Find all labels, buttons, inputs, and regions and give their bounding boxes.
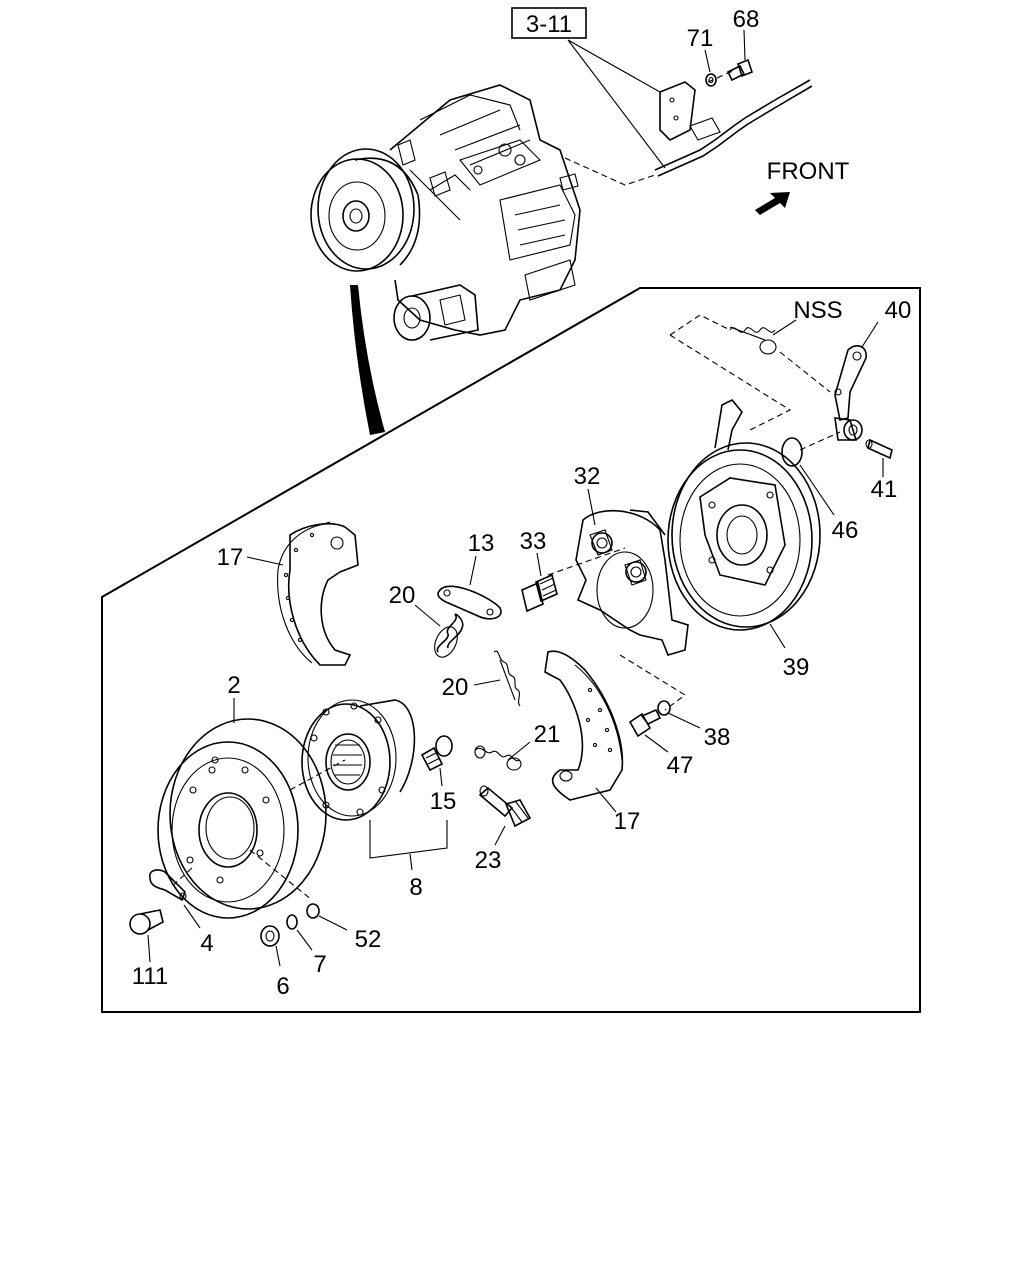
part-40-lever[interactable]: 40 xyxy=(834,297,912,441)
callout-21: 21 xyxy=(534,721,561,748)
callout-52: 52 xyxy=(355,926,382,953)
callout-7: 7 xyxy=(313,951,326,978)
callout-71: 71 xyxy=(687,25,714,52)
callout-40: 40 xyxy=(885,297,912,324)
callout-20-lower: 20 xyxy=(442,674,469,701)
part-17-brake-shoe-left[interactable]: 17 xyxy=(217,521,359,666)
part-23-adjuster-screw[interactable]: 23 xyxy=(475,785,532,874)
callout-6: 6 xyxy=(276,973,289,1000)
part-6-nut[interactable]: 6 xyxy=(260,925,290,1000)
part-41-pin[interactable]: 41 xyxy=(865,438,898,503)
part-21-spring[interactable]: 21 xyxy=(474,721,561,771)
part-39-backing-plate[interactable]: 39 xyxy=(667,399,821,681)
callout-20-upper: 20 xyxy=(389,582,416,609)
part-8-hub-flange[interactable]: 8 xyxy=(301,699,448,901)
part-32-anchor-plate[interactable]: 32 xyxy=(574,463,689,656)
part-47-bolt[interactable]: 47 xyxy=(628,708,694,779)
part-nss-spring[interactable]: NSS xyxy=(729,297,843,355)
part-17-brake-shoe-right[interactable]: 17 xyxy=(544,650,641,835)
part-33-adjuster[interactable]: 33 xyxy=(520,528,558,613)
part-20-spring-upper[interactable]: 20 xyxy=(389,582,464,661)
front-arrow-icon xyxy=(755,192,790,215)
callout-38: 38 xyxy=(704,724,731,751)
callout-17-right: 17 xyxy=(614,808,641,835)
callout-32: 32 xyxy=(574,463,601,490)
callout-nss: NSS xyxy=(793,297,842,324)
part-2-brake-drum[interactable]: 2 xyxy=(157,672,327,919)
part-46-washer[interactable]: 46 xyxy=(781,431,859,544)
assembly-pointer-arrow xyxy=(350,285,385,435)
callout-39: 39 xyxy=(783,654,810,681)
callout-4: 4 xyxy=(200,930,213,957)
callout-17-left: 17 xyxy=(217,544,244,571)
part-15-bolt[interactable]: 15 xyxy=(420,735,457,815)
part-38-washer[interactable]: 38 xyxy=(657,700,731,751)
front-label: FRONT xyxy=(767,158,850,185)
callout-68: 68 xyxy=(733,6,760,33)
drum-alignment-leaders xyxy=(169,759,346,901)
reference-box-label: 3-11 xyxy=(526,11,572,38)
part-68-bolt[interactable]: 68 xyxy=(726,6,760,82)
callout-46: 46 xyxy=(832,517,859,544)
ref-leader-lines xyxy=(567,39,666,169)
part-4-clip[interactable]: 4 xyxy=(148,869,214,957)
nss-leader xyxy=(669,314,831,431)
part-13-link[interactable]: 13 xyxy=(437,530,502,620)
part-20-spring-lower[interactable]: 20 xyxy=(442,650,521,707)
callout-41: 41 xyxy=(871,476,898,503)
part-52-washer[interactable]: 52 xyxy=(306,903,382,953)
callout-15: 15 xyxy=(430,788,457,815)
reference-link[interactable]: 3-11 xyxy=(511,7,587,39)
callout-2: 2 xyxy=(227,672,240,699)
callout-23: 23 xyxy=(475,847,502,874)
part-111-bolt[interactable]: 111 xyxy=(129,909,168,990)
callout-8: 8 xyxy=(409,874,422,901)
front-direction-indicator: FRONT xyxy=(755,158,850,215)
part-71-washer[interactable]: 71 xyxy=(687,25,717,87)
callout-33: 33 xyxy=(520,528,547,555)
part-7-washer[interactable]: 7 xyxy=(286,914,327,978)
callout-111: 111 xyxy=(132,963,168,990)
callout-47: 47 xyxy=(667,752,694,779)
callout-13: 13 xyxy=(468,530,495,557)
plate-mounting-leader xyxy=(547,547,686,711)
cable-bracket xyxy=(564,69,813,186)
detail-frame xyxy=(101,287,921,1013)
transmission-assembly xyxy=(310,84,581,341)
